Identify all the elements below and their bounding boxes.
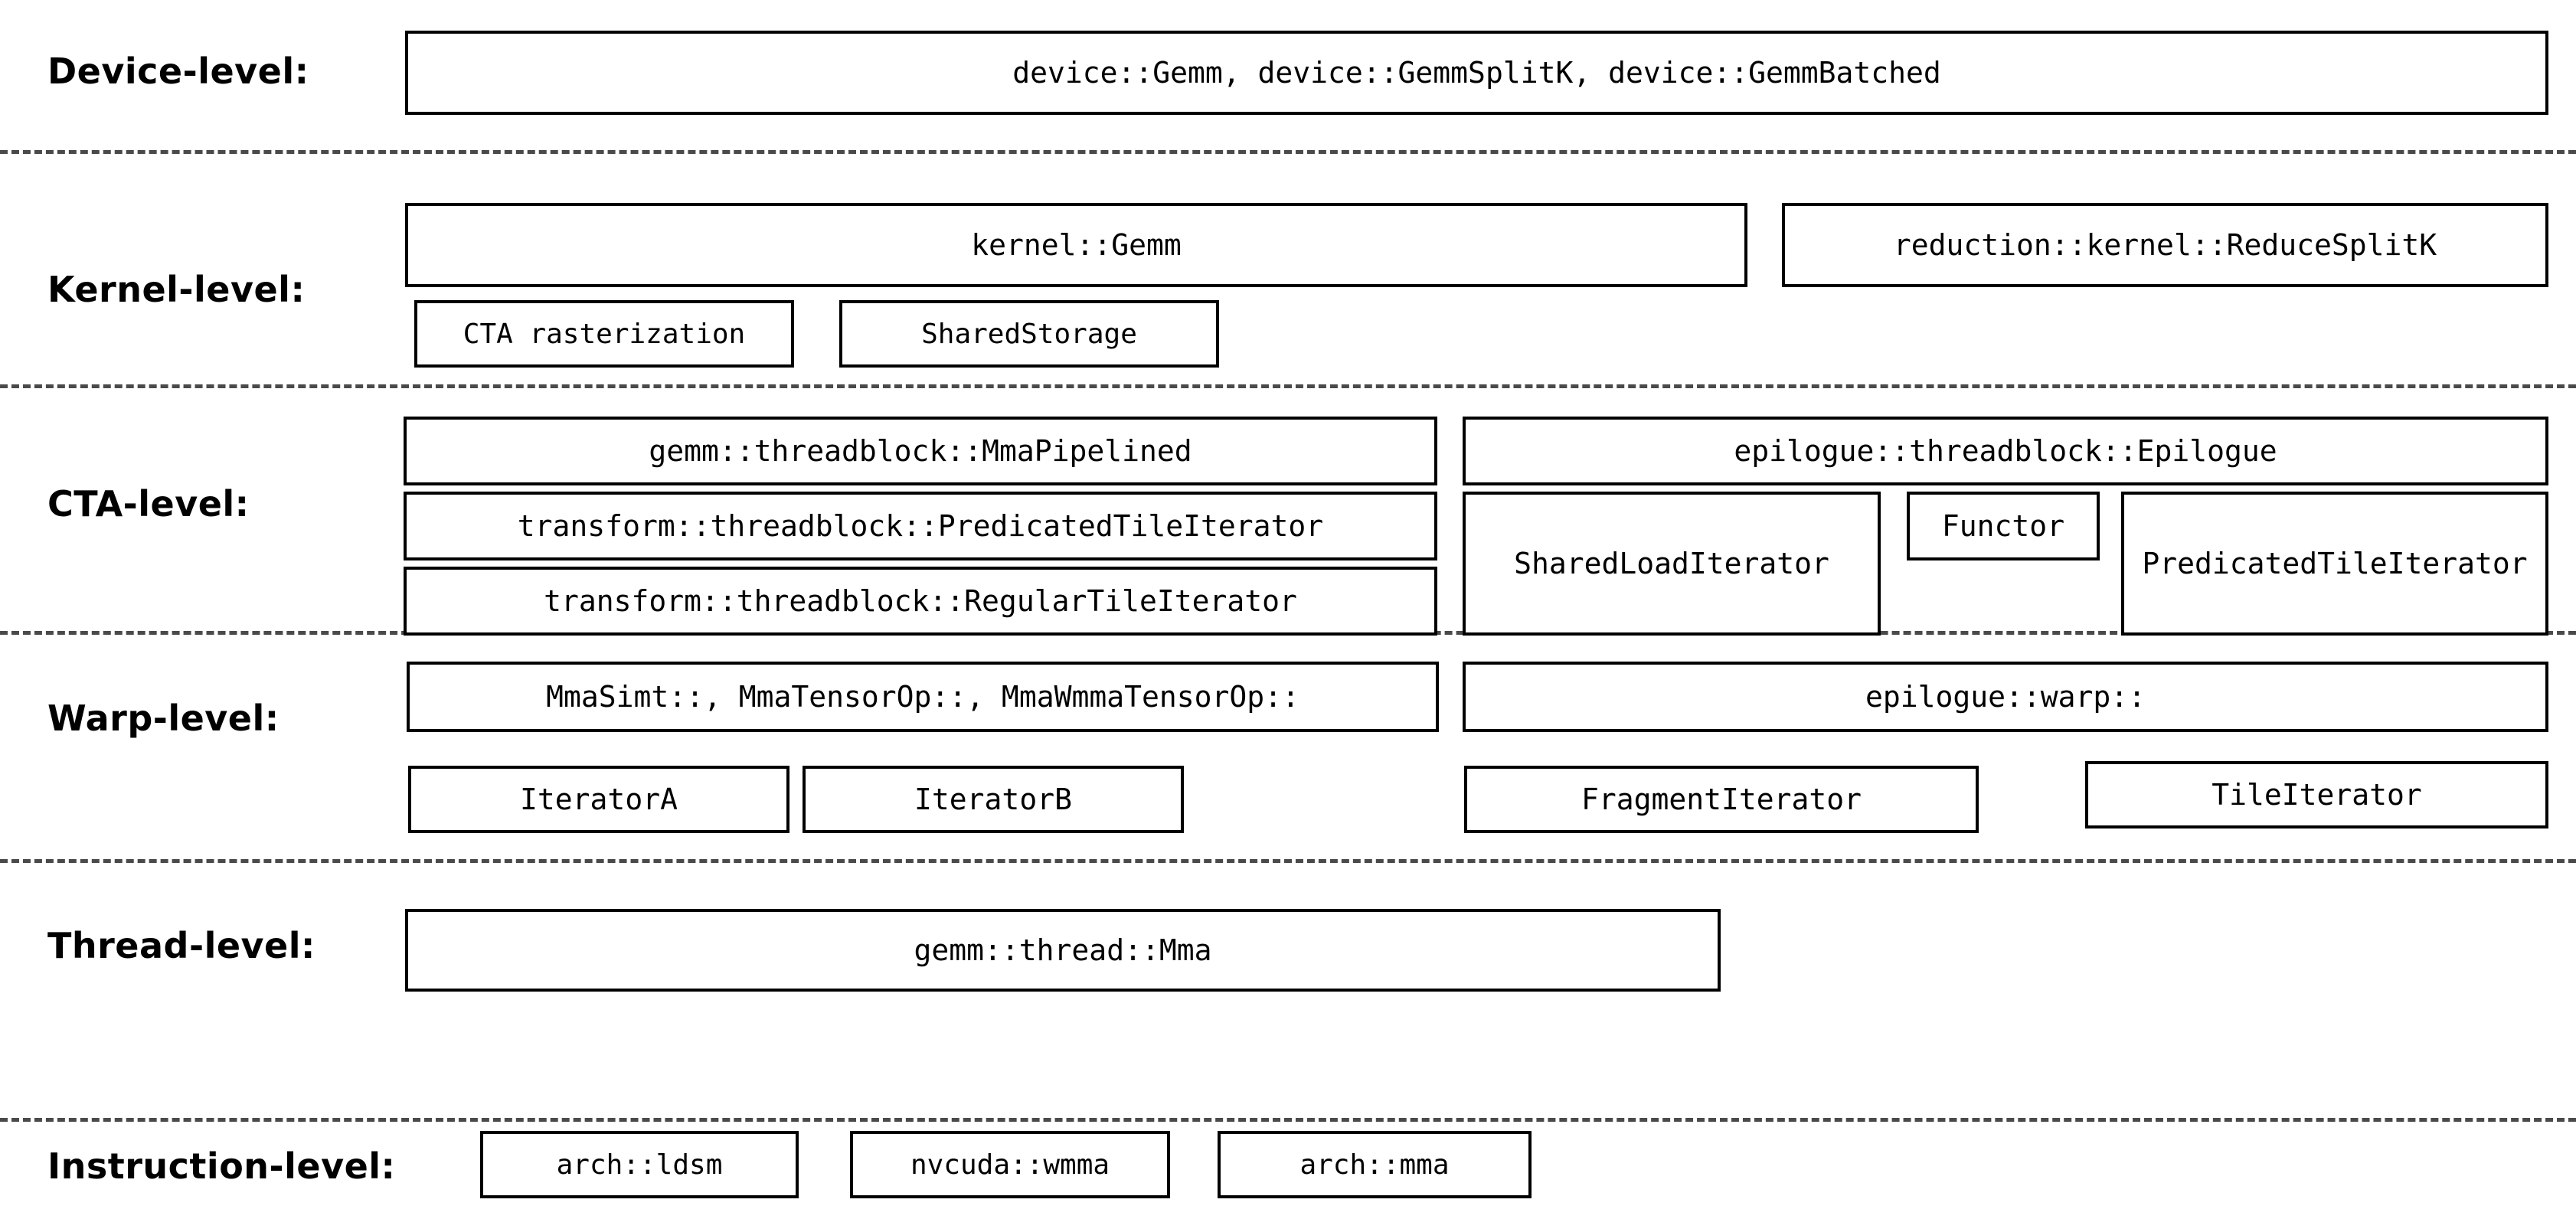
- transform-threadblock-predicatedtileiterator-box[interactable]: transform::threadblock::PredicatedTileIt…: [404, 492, 1437, 560]
- shared-load-iterator-box[interactable]: SharedLoadIterator: [1463, 492, 1881, 636]
- arch-ldsm-box[interactable]: arch::ldsm: [480, 1131, 799, 1198]
- level-label-warp: Warp-level:: [47, 698, 280, 739]
- reduction-reducesplitk-box[interactable]: reduction::kernel::ReduceSplitK: [1782, 203, 2548, 287]
- separator-device-kernel: [0, 150, 2576, 154]
- kernel-gemm-box[interactable]: kernel::Gemm: [405, 203, 1747, 287]
- separator-warp-thread: [0, 859, 2576, 863]
- level-label-thread: Thread-level:: [47, 925, 315, 966]
- separator-kernel-cta: [0, 384, 2576, 388]
- predicated-tile-iterator-box[interactable]: PredicatedTileIterator: [2121, 492, 2548, 636]
- arch-mma-box[interactable]: arch::mma: [1218, 1131, 1532, 1198]
- functor-box[interactable]: Functor: [1907, 492, 2100, 560]
- iterator-b-box[interactable]: IteratorB: [803, 766, 1184, 833]
- level-label-kernel: Kernel-level:: [47, 269, 306, 310]
- warp-mma-ops-box[interactable]: MmaSimt::, MmaTensorOp::, MmaWmmaTensorO…: [407, 662, 1439, 732]
- tile-iterator-box[interactable]: TileIterator: [2085, 761, 2548, 828]
- gemm-thread-mma-box[interactable]: gemm::thread::Mma: [405, 909, 1721, 992]
- iterator-a-box[interactable]: IteratorA: [408, 766, 789, 833]
- nvcuda-wmma-box[interactable]: nvcuda::wmma: [850, 1131, 1170, 1198]
- fragment-iterator-box[interactable]: FragmentIterator: [1464, 766, 1979, 833]
- gemm-threadblock-mmapipelined-box[interactable]: gemm::threadblock::MmaPipelined: [404, 417, 1437, 485]
- separator-thread-instruction: [0, 1118, 2576, 1122]
- epilogue-warp-box[interactable]: epilogue::warp::: [1463, 662, 2548, 732]
- epilogue-threadblock-epilogue-box[interactable]: epilogue::threadblock::Epilogue: [1463, 417, 2548, 485]
- device-gemm-box[interactable]: device::Gemm, device::GemmSplitK, device…: [405, 31, 2548, 115]
- cta-rasterization-box[interactable]: CTA rasterization: [414, 300, 794, 368]
- level-label-cta: CTA-level:: [47, 483, 250, 525]
- level-label-device: Device-level:: [47, 51, 309, 92]
- shared-storage-box[interactable]: SharedStorage: [839, 300, 1219, 368]
- level-label-instruction: Instruction-level:: [47, 1145, 396, 1187]
- transform-threadblock-regulartileiterator-box[interactable]: transform::threadblock::RegularTileItera…: [404, 567, 1437, 636]
